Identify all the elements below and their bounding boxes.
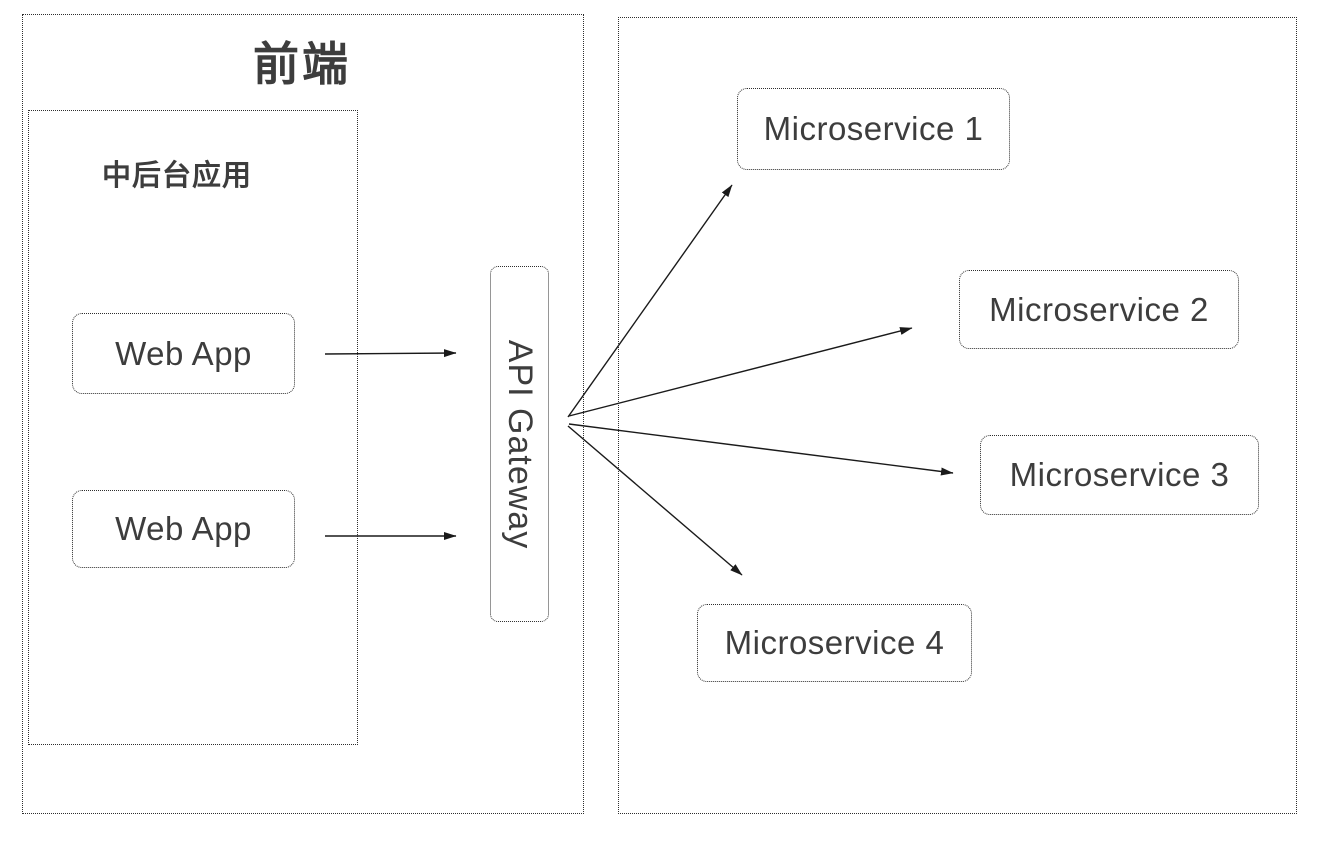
web-app-node-2-label: Web App <box>115 510 252 547</box>
frontend-group-title: 前端 <box>253 38 351 90</box>
web-app-node-1: Web App <box>72 313 295 394</box>
microservice-node-1-label: Microservice 1 <box>763 110 984 147</box>
microservice-node-4-label: Microservice 4 <box>724 624 945 661</box>
microservice-node-3-label: Microservice 3 <box>1009 456 1230 493</box>
web-app-node-1-label: Web App <box>115 334 252 372</box>
microservice-node-2: Microservice 2 <box>959 270 1239 349</box>
admin-apps-group-label: 中后台应用 <box>102 160 253 192</box>
web-app-node-2: Web App <box>72 490 295 568</box>
microservice-node-4: Microservice 4 <box>697 604 972 682</box>
admin-apps-group-box <box>28 110 358 745</box>
api-gateway-node: API Gateway <box>490 266 549 622</box>
microservice-node-2-label: Microservice 2 <box>989 290 1209 328</box>
microservice-node-1: Microservice 1 <box>737 88 1010 170</box>
api-gateway-node-label: API Gateway <box>501 339 540 549</box>
microservice-node-3: Microservice 3 <box>980 435 1259 515</box>
